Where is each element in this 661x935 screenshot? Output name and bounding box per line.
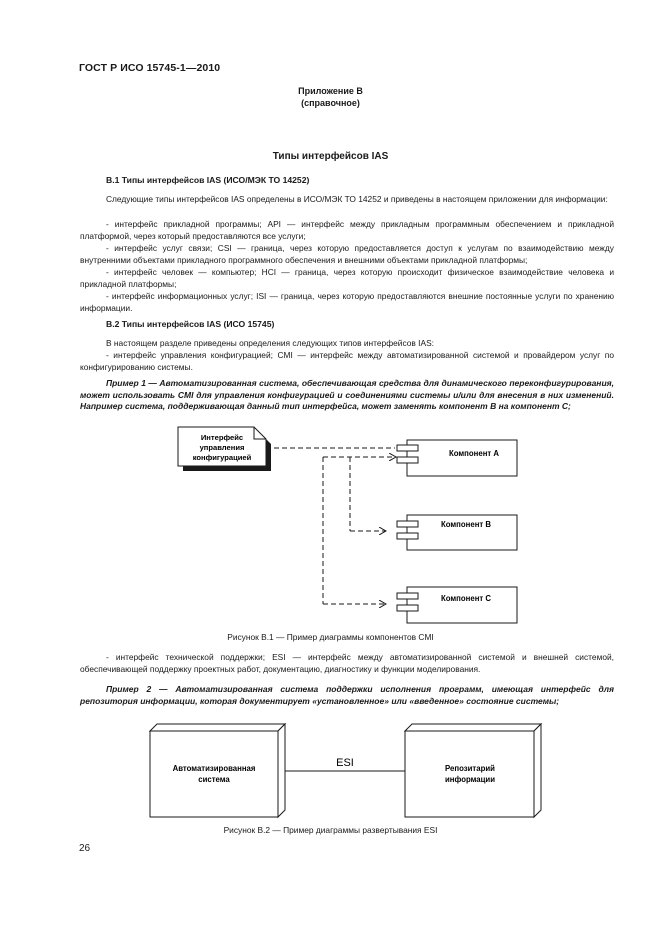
example-2: Пример 2 — Автоматизированная система по… bbox=[80, 684, 614, 706]
node-information-repository: Репозитарий информации bbox=[403, 722, 543, 819]
b1-item-isi: - интерфейс информационных услуг; ISI — … bbox=[80, 291, 614, 314]
b2-item-cmi: - интерфейс управления конфигурацией; CM… bbox=[80, 350, 614, 373]
note-line-3: конфигурацией bbox=[193, 453, 252, 462]
component-b: Компонент В bbox=[396, 514, 518, 551]
node-left-line-1: Автоматизированная bbox=[173, 764, 256, 773]
section-b2-heading: В.2 Типы интерфейсов IAS (ИСО 15745) bbox=[106, 319, 275, 329]
figure-b1-connectors bbox=[266, 447, 396, 604]
node-right-line-1: Репозитарий bbox=[445, 764, 495, 773]
note-line-2: управления bbox=[200, 443, 245, 452]
component-b-label: Компонент В bbox=[441, 520, 491, 529]
component-c: Компонент С bbox=[396, 586, 518, 624]
note-line-1: Интерфейс bbox=[201, 433, 243, 442]
node-left-line-2: система bbox=[198, 775, 230, 784]
example-1: Пример 1 — Автоматизированная система, о… bbox=[80, 378, 614, 412]
appendix-label: Приложение В bbox=[298, 86, 363, 96]
figure-b2-caption: Рисунок В.2 — Пример диаграммы развертыв… bbox=[223, 825, 438, 835]
b1-item-csi: - интерфейс услуг связи; CSI — граница, … bbox=[80, 243, 614, 266]
component-a: Компонент А bbox=[396, 439, 518, 477]
document-id: ГОСТ Р ИСО 15745-1—2010 bbox=[79, 62, 221, 74]
esi-link-label: ESI bbox=[336, 757, 354, 769]
appendix-note: (справочное) bbox=[301, 98, 360, 108]
node-automated-system: Автоматизированная система bbox=[148, 722, 287, 819]
section-b2-intro: В настоящем разделе приведены определени… bbox=[106, 338, 434, 348]
figure-b1-caption: Рисунок В.1 — Пример диаграммы компонент… bbox=[227, 632, 434, 642]
node-right-line-2: информации bbox=[445, 775, 495, 784]
figure-b2-deployment-diagram: Автоматизированная система ESI Репозитар… bbox=[148, 722, 543, 819]
section-b1-heading: В.1 Типы интерфейсов IAS (ИСО/МЭК ТО 142… bbox=[106, 175, 310, 185]
section-b1-intro: Следующие типы интерфейсов IAS определен… bbox=[106, 194, 608, 204]
b2-item-esi: - интерфейс технической поддержки; ESI —… bbox=[80, 652, 614, 675]
appendix-title: Типы интерфейсов IAS bbox=[272, 151, 389, 162]
component-c-label: Компонент С bbox=[441, 594, 491, 603]
cmi-note: Интерфейс управления конфигурацией bbox=[177, 426, 271, 471]
b1-item-api: - интерфейс прикладной программы; API — … bbox=[80, 219, 614, 242]
component-a-label: Компонент А bbox=[449, 449, 499, 458]
page-number: 26 bbox=[79, 843, 91, 854]
b1-item-hci: - интерфейс человек — компьютер; HCI — г… bbox=[80, 267, 614, 290]
